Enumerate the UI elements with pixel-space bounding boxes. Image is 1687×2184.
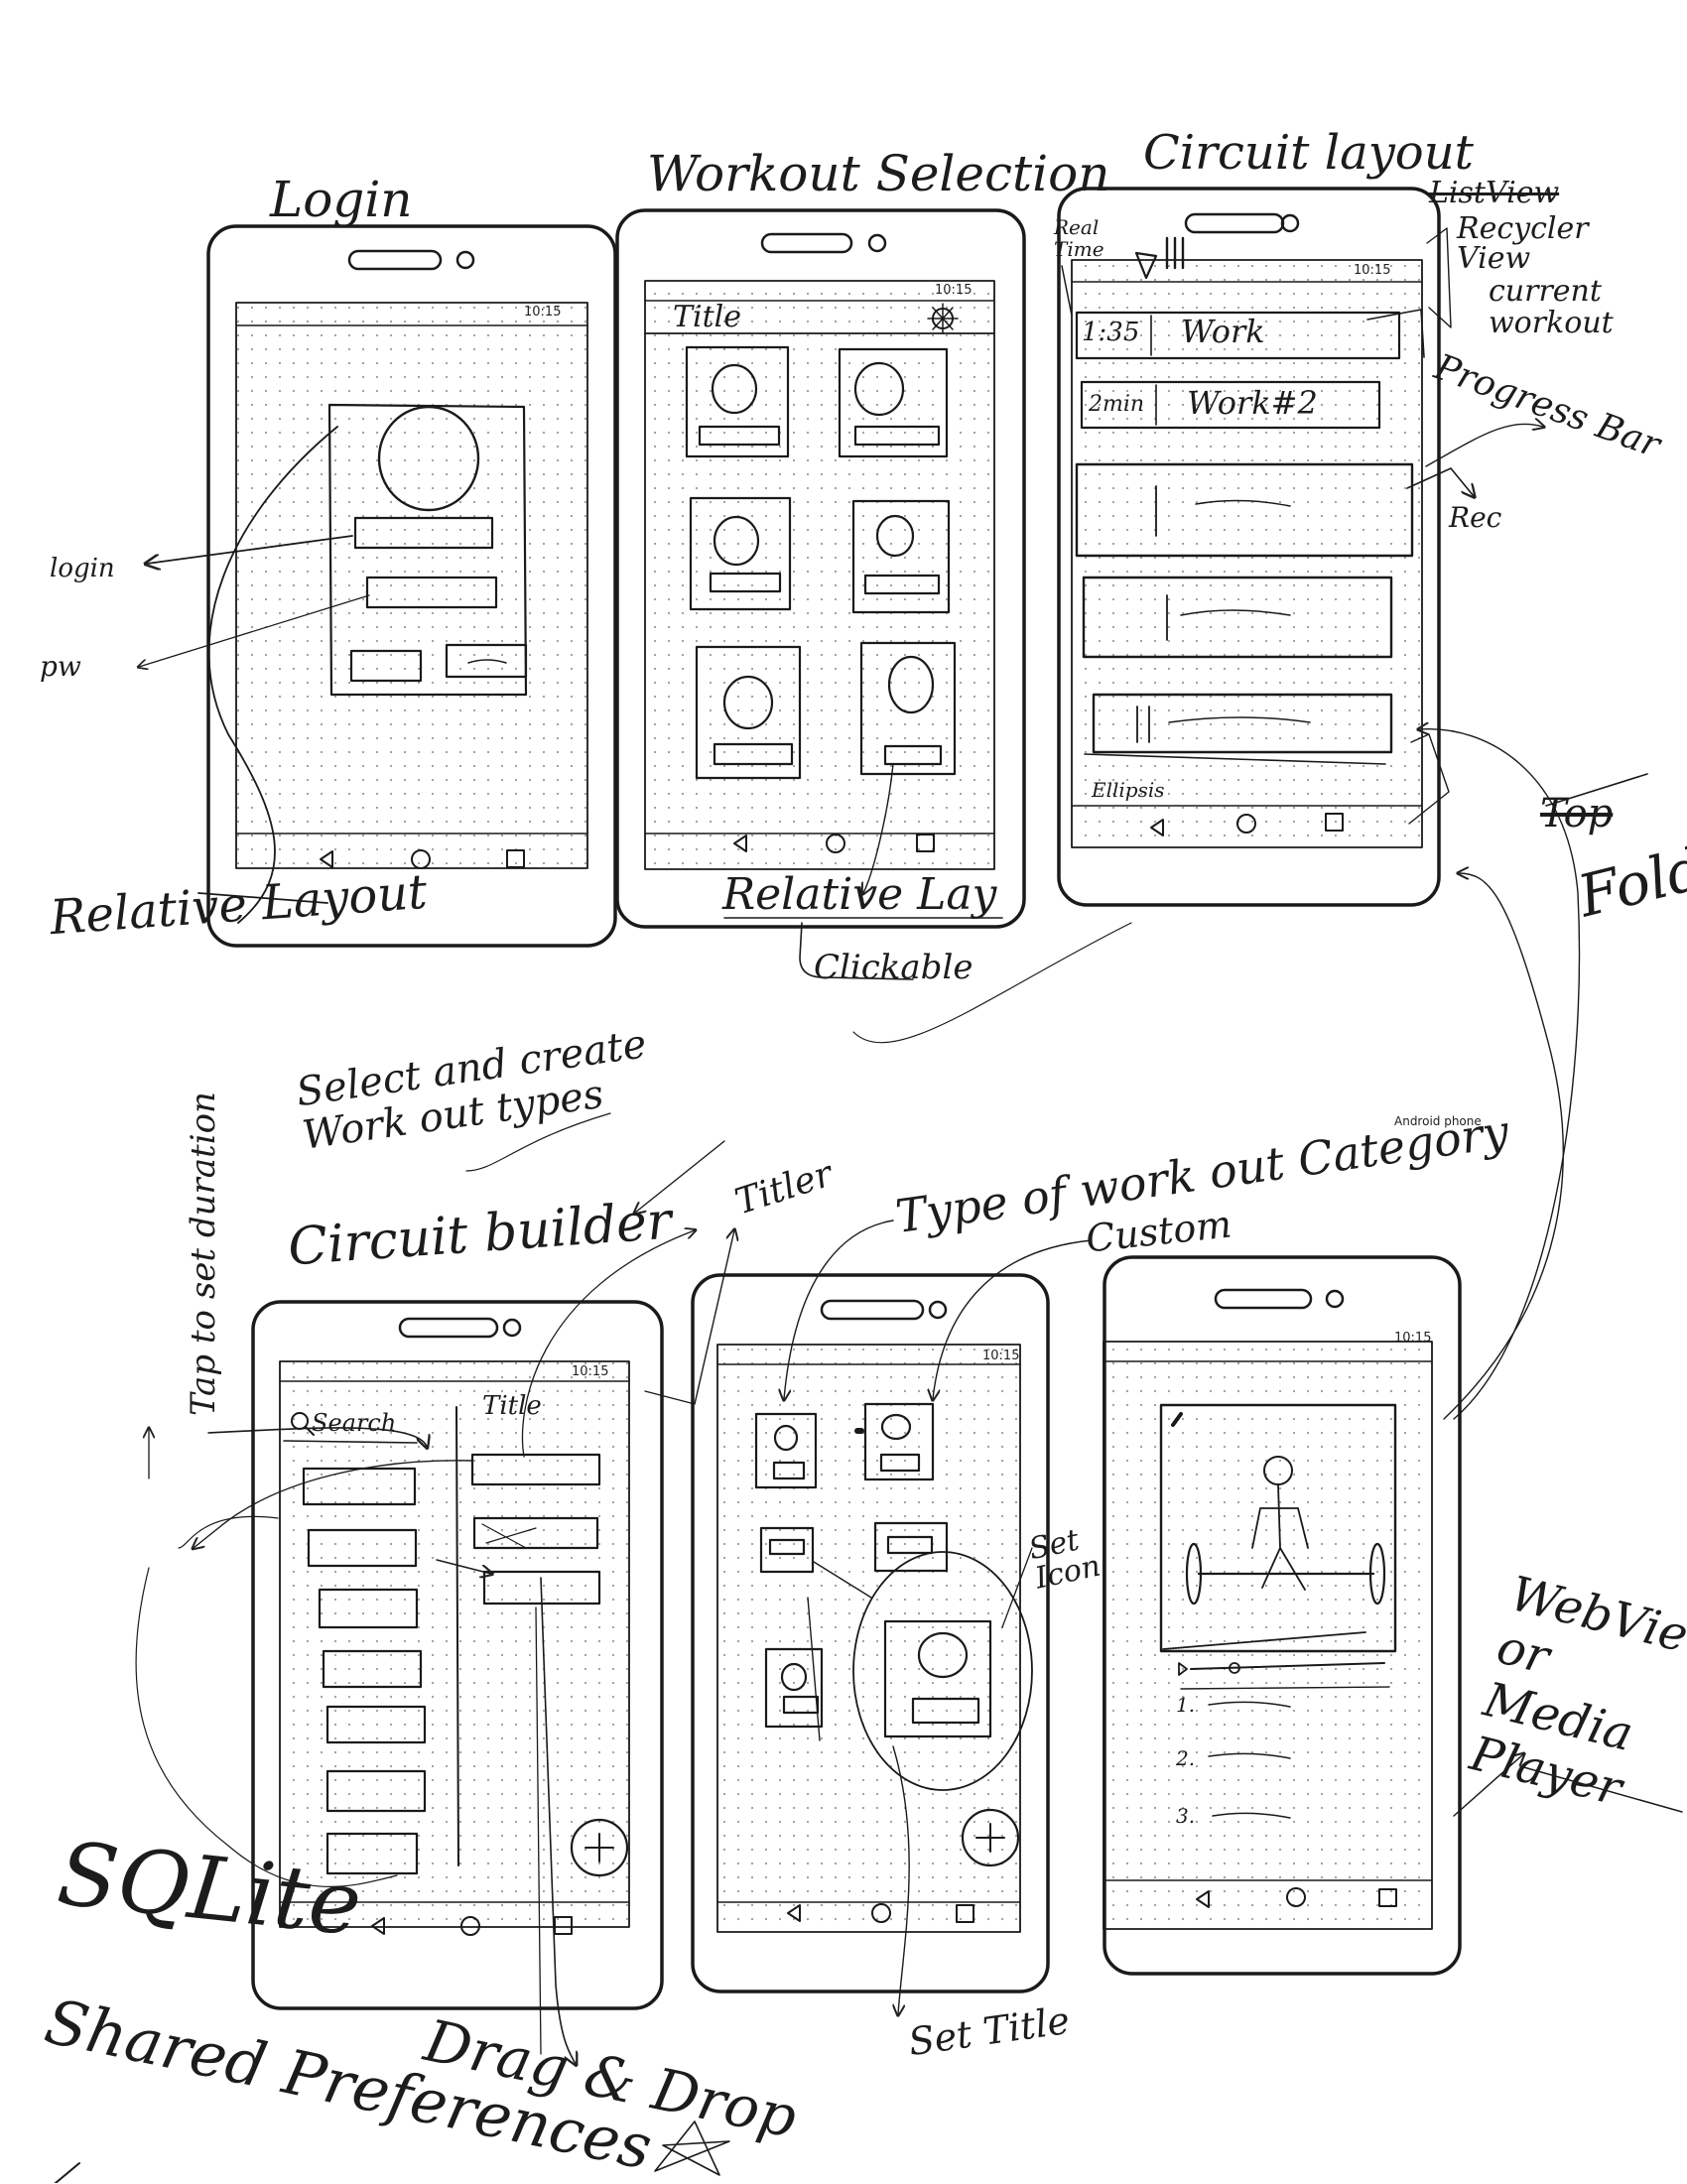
clickable-annotation: Clickable [814,948,973,987]
workout-selection-layout-annotation: Relative Lay [722,869,997,920]
media-status-time: 10:15 [1394,1331,1432,1346]
workout-category-status-time: 10:15 [982,1349,1020,1363]
circuit-footer-label: Ellipsis [1092,778,1165,802]
circuit-row-1-time: 1:35 [1082,318,1140,347]
top-struck-annotation: Top [1540,791,1614,836]
phone-workout-selection [615,208,1026,980]
phone-workout-category [691,1220,1093,2014]
media-list-number-2: 2. [1176,1746,1196,1770]
phone-circuit-builder [135,1230,734,2064]
recycler-annotation: Recycler View [1457,211,1589,276]
media-list-number-3: 3. [1176,1804,1196,1828]
circuit-builder-status-time: 10:15 [572,1364,609,1379]
phone-circuit-layout [1057,187,1543,907]
listview-annotation: ListView [1429,176,1560,210]
circuit-layout-title: Circuit layout [1143,125,1474,181]
workout-selection-header-title: Title [673,300,742,334]
current-workout-annotation: current workout [1489,274,1614,340]
phone-media [1103,729,1683,1976]
circuit-layout-status-time: 10:15 [1354,263,1391,278]
set-icon-annotation: Set Icon [1025,1522,1104,1597]
circuit-row-2-label: Work#2 [1187,384,1318,422]
password-field-annotation: pw [40,650,81,683]
rec-annotation: Rec [1449,501,1502,534]
phone-login [139,224,617,948]
circuit-builder-search[interactable]: Search [312,1409,397,1437]
workout-selection-status-time: 10:15 [935,283,973,298]
real-time-annotation: Real Time [1054,215,1104,261]
login-status-time: 10:15 [524,305,562,320]
login-field-annotation: login [50,554,115,583]
media-list-number-1: 1. [1176,1693,1196,1717]
circuit-row-1-label: Work [1181,313,1265,350]
circuit-builder-header-title: Title [482,1391,542,1421]
tap-duration-annotation: Tap to set duration [184,1092,223,1416]
workout-selection-title: Workout Selection [647,145,1110,202]
login-screen-title: Login [270,171,413,228]
android-phone-label: Android phone [1394,1114,1482,1128]
circuit-row-2-time: 2min [1089,392,1145,417]
